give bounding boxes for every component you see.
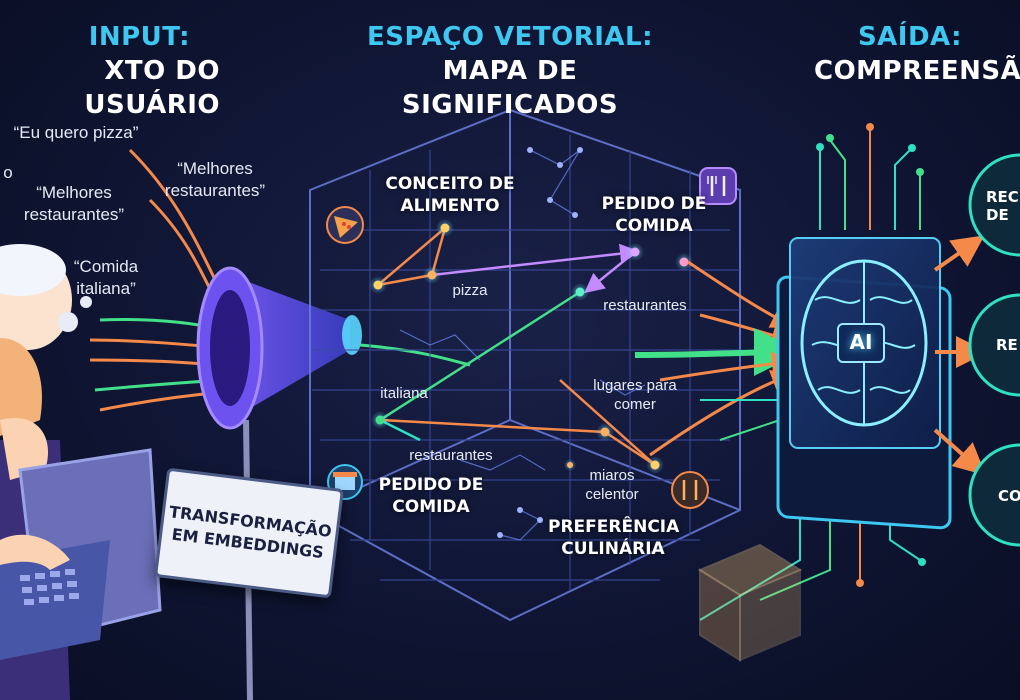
word-miaros: miaros celentor (585, 467, 639, 503)
node-culinary-preference: PREFERÊNCIA CULINÁRIA (548, 517, 680, 559)
user-quote: “Melhores restaurantes” (23, 183, 125, 224)
result-recommendation-label: REC DE (986, 188, 1019, 224)
node-food-order: PEDIDO DE COMIDA (601, 194, 707, 236)
pizza-icon (326, 206, 364, 244)
word-italiana: italiana (380, 385, 428, 402)
user-quote: “Comida italiana” (73, 257, 139, 298)
user-quote-fragment: o (3, 163, 13, 182)
node-food-concept: CONCEITO DE ALIMENTO (385, 174, 515, 216)
vector-space-title-line1: ESPAÇO VETORIAL: (366, 22, 653, 52)
input-title: INPUT: XTO DO USUÁRIO (0, 20, 220, 122)
output-title-line2: COMPREENSÃO (814, 56, 1020, 86)
output-title: SAÍDA: COMPREENSÃO (800, 20, 1020, 88)
vector-edges (377, 224, 656, 467)
vector-points (369, 147, 693, 538)
word-pizza: pizza (452, 282, 488, 299)
ai-chip-label: AI (849, 330, 873, 354)
input-title-line2: XTO DO USUÁRIO (84, 56, 220, 120)
input-title-line1: INPUT: (88, 22, 190, 52)
cube-icon (697, 543, 803, 662)
output-title-line1: SAÍDA: (857, 22, 963, 52)
utensils-icon (671, 471, 709, 509)
result-circles (968, 153, 1020, 547)
user-quote: “Eu quero pizza” (13, 123, 139, 142)
result-context-label: CO (998, 487, 1020, 505)
output-arrows (634, 260, 802, 457)
transformation-sign: TRANSFORMAÇÃO EM EMBEDDINGS (153, 467, 345, 599)
result-response-label: RE (996, 336, 1018, 354)
word-restaurantes: restaurantes (409, 447, 493, 464)
vector-space-title-line2: MAPA DE SIGNIFICADOS (401, 56, 619, 120)
vector-space-title: ESPAÇO VETORIAL: MAPA DE SIGNIFICADOS (340, 20, 680, 122)
transformation-sign-label: TRANSFORMAÇÃO EM EMBEDDINGS (168, 502, 333, 563)
laptop (0, 448, 162, 660)
word-lugares: lugares para comer (593, 377, 677, 413)
utensils-icon (699, 167, 737, 205)
user-quote: “Melhores restaurantes” (164, 159, 266, 200)
node-food-order: PEDIDO DE COMIDA (378, 475, 484, 517)
word-restaurantes: restaurantes (603, 297, 687, 314)
brain-chip-icon (776, 237, 952, 530)
